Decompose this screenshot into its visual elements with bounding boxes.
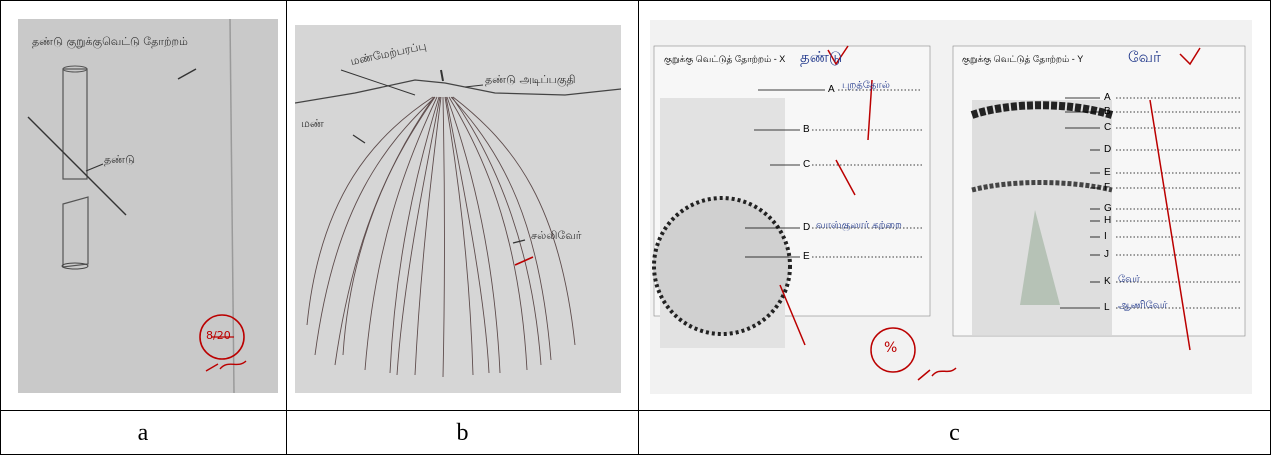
table-left-border: [0, 0, 1, 455]
panel-c-right-label-b: B: [1104, 106, 1111, 117]
panel-a-image: தண்டு குறுக்குவெட்டு தோற்றம் தண்டு 8/20: [18, 19, 278, 393]
caption-b: b: [287, 415, 638, 451]
panel-c-drawing: [650, 20, 1252, 394]
table-divider-ab: [286, 0, 287, 455]
panel-b-image: மண்மேற்பரப்பு தண்டு அடிப்பகுதி மண் சல்லி…: [295, 25, 621, 393]
caption-a: a: [0, 415, 286, 451]
panel-c-left-title: குறுக்கு வெட்டுத் தோற்றம் - X: [664, 54, 785, 66]
panel-c-left-label-a: A: [828, 84, 835, 95]
panel-c-right-title: குறுக்கு வெட்டுத் தோற்றம் - Y: [962, 54, 1083, 66]
panel-c-right-label-c: C: [1104, 122, 1111, 133]
panel-c-left-answer-d: வாஸ்குலார் கற்றை: [816, 220, 902, 232]
panel-c-right-label-a: A: [1104, 92, 1111, 103]
panel-b-stem-base-label: தண்டு அடிப்பகுதி: [485, 73, 576, 88]
panel-c-right-label-g: G: [1104, 203, 1112, 214]
panel-c-right-label-j: J: [1104, 249, 1109, 260]
table-top-border: [0, 0, 1271, 1]
panel-c-right-label-k: K: [1104, 276, 1111, 287]
panel-c-right-answer-k: வேர்: [1118, 274, 1140, 286]
table-divider-bc: [638, 0, 639, 455]
panel-b-soil-label: மண்: [301, 117, 324, 132]
panel-c-right-label-h: H: [1104, 215, 1111, 226]
panel-c-left-label-d: D: [803, 222, 810, 233]
panel-c-right-label-e: E: [1104, 167, 1111, 178]
panel-c-left-answer: தண்டு: [800, 48, 842, 68]
panel-b-fibrous-root-label: சல்லிவேர்: [531, 229, 582, 244]
panel-c-score: %: [884, 340, 897, 356]
panel-c-right-label-f: F: [1104, 182, 1110, 193]
panel-c-image: குறுக்கு வெட்டுத் தோற்றம் - X தண்டு குறு…: [650, 20, 1252, 394]
panel-c-right-answer-l: ஆணிவேர்: [1118, 300, 1167, 312]
panel-c-left-label-c: C: [803, 159, 810, 170]
panel-c-right-label-l: L: [1104, 302, 1110, 313]
panel-c-right-label-d: D: [1104, 144, 1111, 155]
panel-c-left-label-e: E: [803, 251, 810, 262]
panel-a-title: தண்டு குறுக்குவெட்டு தோற்றம்: [32, 35, 188, 50]
panel-a-stem-label: தண்டு: [104, 153, 135, 168]
panel-c-left-answer-a: புறத்தோல்: [842, 80, 890, 92]
panel-a-score: 8/20: [206, 329, 231, 342]
panel-a-drawing: [18, 19, 278, 393]
panel-c-right-label-i: I: [1104, 231, 1107, 242]
table-row-divider: [0, 410, 1271, 411]
caption-c: c: [639, 415, 1270, 451]
panel-c-right-answer: வேர்: [1128, 48, 1161, 68]
panel-c-left-label-b: B: [803, 124, 810, 135]
